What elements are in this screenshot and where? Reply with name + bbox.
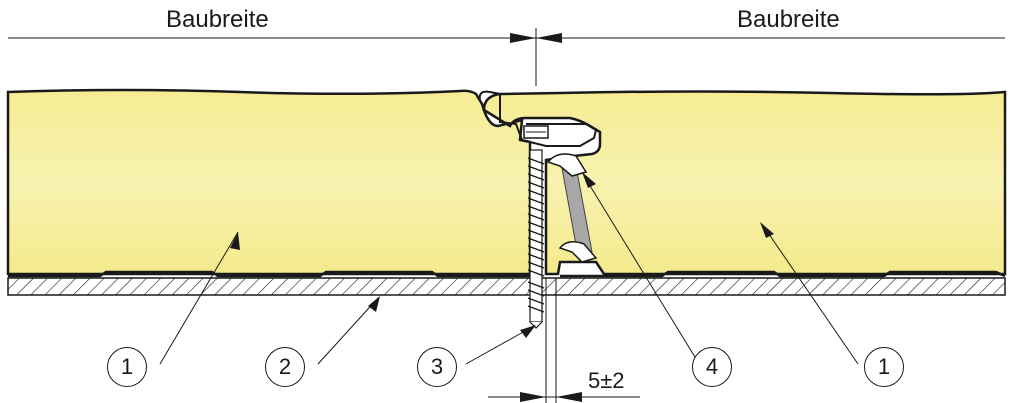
panel-left: [6, 88, 532, 276]
tolerance-arrow-right: [556, 392, 582, 402]
callout-clip: 4: [692, 347, 732, 387]
leader-1-left: [159, 231, 239, 365]
screw: [527, 149, 545, 329]
tolerance-label: 5±2: [588, 368, 625, 393]
width-label-left: Baubreite: [166, 6, 269, 33]
panel-right: [482, 90, 1007, 276]
bottom-sheet-right: [560, 270, 1006, 278]
width-label-right: Baubreite: [737, 6, 840, 33]
callout-panel-right: 1: [864, 347, 904, 387]
tongue-profile: [478, 90, 598, 147]
callout-panel-left: 1: [107, 347, 147, 387]
substructure: [7, 277, 1006, 296]
dimension-arrow-right: [536, 33, 562, 43]
leader-2: [317, 297, 379, 365]
leader-4: [583, 175, 699, 363]
tolerance-arrow-left: [520, 392, 546, 402]
callout-screw: 3: [417, 347, 457, 387]
dimension-arrow-left: [510, 33, 536, 43]
fastening-clip: [546, 153, 598, 263]
leader-1-right: [761, 223, 859, 365]
bottom-sheet-left: [8, 270, 540, 278]
callout-substructure: 2: [265, 347, 305, 387]
